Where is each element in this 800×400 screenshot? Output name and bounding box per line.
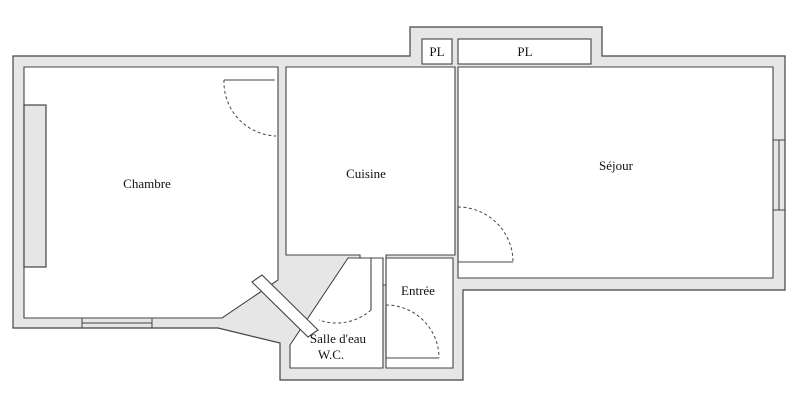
door-entree [385,304,440,359]
placard-small [421,38,453,65]
label-wc: W.C. [318,347,344,362]
label-entree: Entrée [401,283,435,298]
room-chambre [23,66,279,319]
chambre-wall-recess [23,104,47,268]
label-placard-large: PL [517,44,532,59]
label-placard-small: PL [429,44,444,59]
label-sejour: Séjour [599,158,634,173]
label-cuisine: Cuisine [346,166,386,181]
passage-diagonal [251,274,319,338]
door-salle-deau [318,257,372,324]
room-entree [385,257,454,369]
door-sejour [457,206,514,263]
placard-large [457,38,592,65]
label-chambre: Chambre [123,176,171,191]
room-salle-deau [289,257,384,369]
door-chambre [223,79,277,137]
label-salle-deau: Salle d'eau [310,331,367,346]
